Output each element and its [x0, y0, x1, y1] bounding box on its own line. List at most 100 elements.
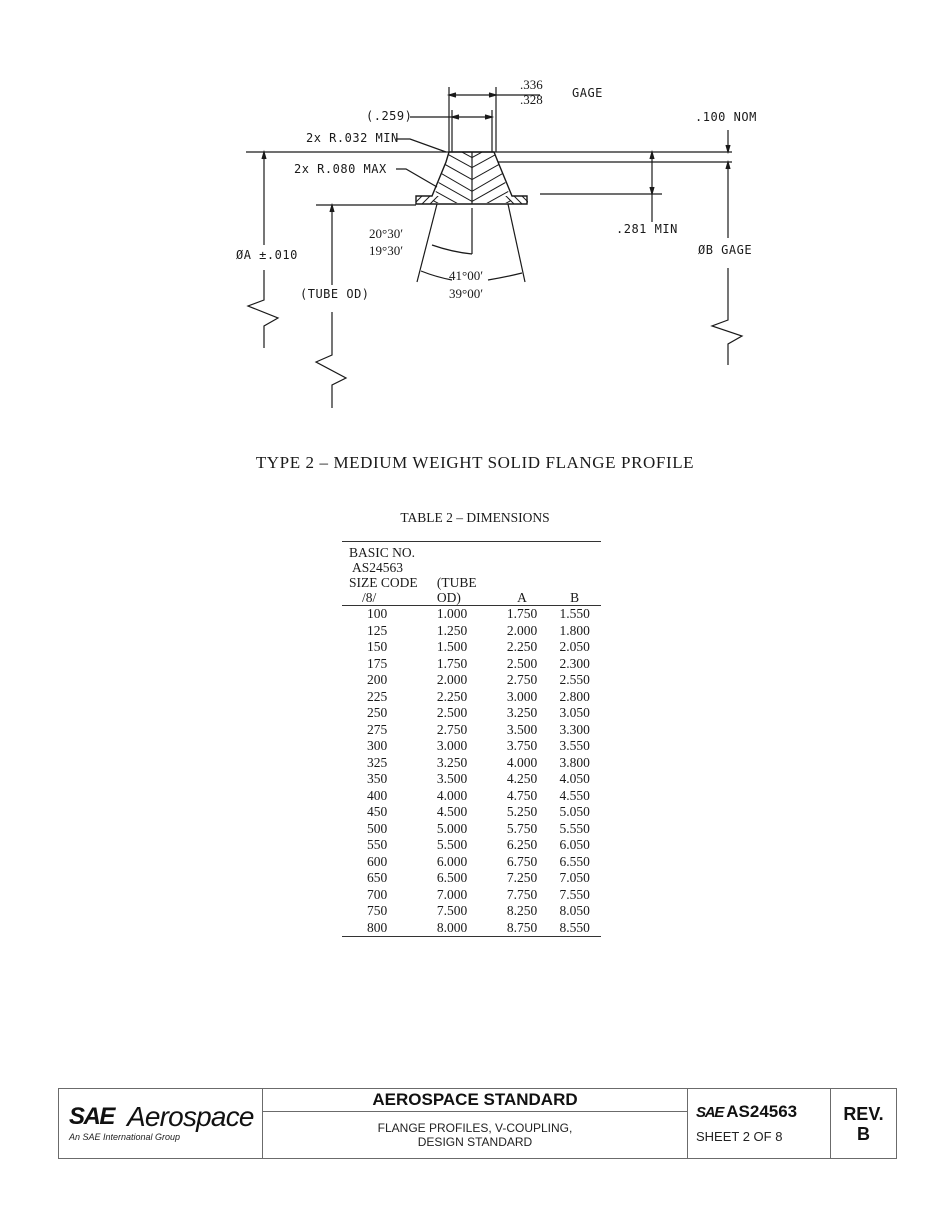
size-code-cell: 700: [367, 886, 388, 902]
a-cell: 2.750: [506, 672, 538, 687]
tube-od-label: (TUBE OD): [300, 287, 370, 301]
min-height-label: .281 MIN: [616, 222, 678, 236]
b-cell: 3.550: [559, 738, 590, 753]
header-size-code: BASIC NO. AS24563 SIZE CODE /8/: [342, 542, 437, 606]
a-cell: 2.000: [506, 622, 538, 638]
half-angle-max-label: 20°30′: [369, 226, 404, 241]
size-code-cell: 500: [367, 820, 388, 836]
sae-logo-mark: SAE: [69, 1103, 115, 1130]
size-code-cell: 100: [367, 606, 388, 621]
table-row: 300 3.000 3.750 3.550: [342, 738, 601, 755]
tube-od-cell: 2.000: [436, 672, 468, 687]
diameter-a-label: ØA ±.010: [236, 248, 298, 262]
b-cell: 6.550: [559, 853, 590, 869]
a-cell: 6.250: [506, 837, 538, 852]
tube-od-cell: 2.750: [436, 721, 468, 737]
table-row: 550 5.500 6.250 6.050: [342, 837, 601, 854]
header-line: AS24563: [352, 560, 404, 575]
included-angle-max-label: 41°00′: [449, 268, 484, 283]
title-block: SAE Aerospace An SAE International Group…: [58, 1088, 897, 1159]
b-cell: 8.550: [559, 919, 590, 935]
included-angle-min-label: 39°00′: [449, 286, 484, 301]
dimensions-table: BASIC NO. AS24563 SIZE CODE /8/ (TUBE OD…: [342, 541, 601, 937]
diameter-b-label: ØB GAGE: [698, 243, 753, 257]
gage-width-max-label: .336: [520, 77, 543, 92]
a-cell: 7.250: [506, 870, 538, 885]
size-code-cell: 400: [367, 787, 388, 803]
a-cell: 3.000: [506, 688, 538, 704]
tube-od-cell: 3.000: [436, 738, 468, 753]
standard-type: AEROSPACE STANDARD: [263, 1089, 687, 1112]
b-cell: 2.300: [559, 655, 590, 671]
flange-profile-drawing: .336 .328 GAGE (.259) .100 NOM 2x R.032 …: [0, 0, 950, 430]
tube-od-cell: 8.000: [436, 919, 468, 935]
header-a: A: [517, 590, 527, 605]
a-cell: 2.500: [506, 655, 538, 671]
a-cell: 3.500: [506, 721, 538, 737]
tube-od-cell: 1.000: [436, 606, 468, 621]
header-line: /8/: [362, 590, 377, 605]
size-code-cell: 275: [367, 721, 388, 737]
a-cell: 6.750: [506, 853, 538, 869]
title-block-center: AEROSPACE STANDARD FLANGE PROFILES, V-CO…: [263, 1089, 688, 1158]
logo-tagline: An SAE International Group: [69, 1132, 181, 1142]
tube-od-cell: 4.500: [436, 804, 468, 819]
size-code-cell: 125: [367, 622, 388, 638]
tube-od-cell: 2.250: [436, 688, 468, 704]
tube-od-cell: 1.250: [436, 622, 468, 638]
sheet-number: SHEET 2 OF 8: [696, 1129, 783, 1144]
header-line: BASIC NO.: [349, 545, 416, 560]
b-cell: 3.050: [559, 705, 590, 720]
tube-od-cell: 6.000: [436, 853, 468, 869]
tube-od-cell: 7.500: [436, 903, 468, 918]
tube-od-cell: 1.750: [436, 655, 468, 671]
tube-od-cell: 5.500: [436, 837, 468, 852]
header-line: SIZE CODE: [349, 575, 418, 590]
a-cell: 3.750: [506, 738, 538, 753]
half-angle-min-label: 19°30′: [369, 243, 404, 258]
figure-caption: TYPE 2 – MEDIUM WEIGHT SOLID FLANGE PROF…: [255, 453, 695, 472]
tube-od-cell: 5.000: [436, 820, 468, 836]
table-row: 600 6.000 6.750 6.550: [342, 854, 601, 871]
revision-block: REV. B: [831, 1089, 896, 1158]
size-code-cell: 300: [367, 738, 388, 753]
gage-width-min-label: .328: [520, 92, 543, 107]
revision-value: B: [857, 1124, 870, 1144]
aerospace-wordmark: Aerospace: [127, 1101, 254, 1132]
table-header: BASIC NO. AS24563 SIZE CODE /8/ (TUBE OD…: [342, 541, 601, 606]
header-line: (TUBE: [436, 575, 477, 590]
b-cell: 6.050: [559, 837, 590, 852]
document-number-value: AS24563: [726, 1102, 798, 1121]
header-b: B: [570, 590, 580, 605]
tube-od-cell: 1.500: [436, 639, 468, 654]
revision-label: REV.: [843, 1104, 884, 1124]
a-cell: 4.000: [506, 754, 538, 770]
a-cell: 8.250: [506, 903, 538, 918]
max-radius-label: 2x R.080 MAX: [294, 162, 387, 176]
a-cell: 5.750: [506, 820, 538, 836]
size-code-cell: 550: [367, 837, 388, 852]
b-cell: 7.550: [559, 886, 590, 902]
sae-small-logo: SAE: [696, 1104, 724, 1121]
b-cell: 2.550: [559, 672, 590, 687]
a-cell: 4.250: [506, 771, 538, 786]
tube-od-cell: 3.500: [436, 771, 468, 786]
size-code-cell: 600: [367, 853, 388, 869]
b-cell: 3.300: [559, 721, 590, 737]
size-code-cell: 450: [367, 804, 388, 819]
